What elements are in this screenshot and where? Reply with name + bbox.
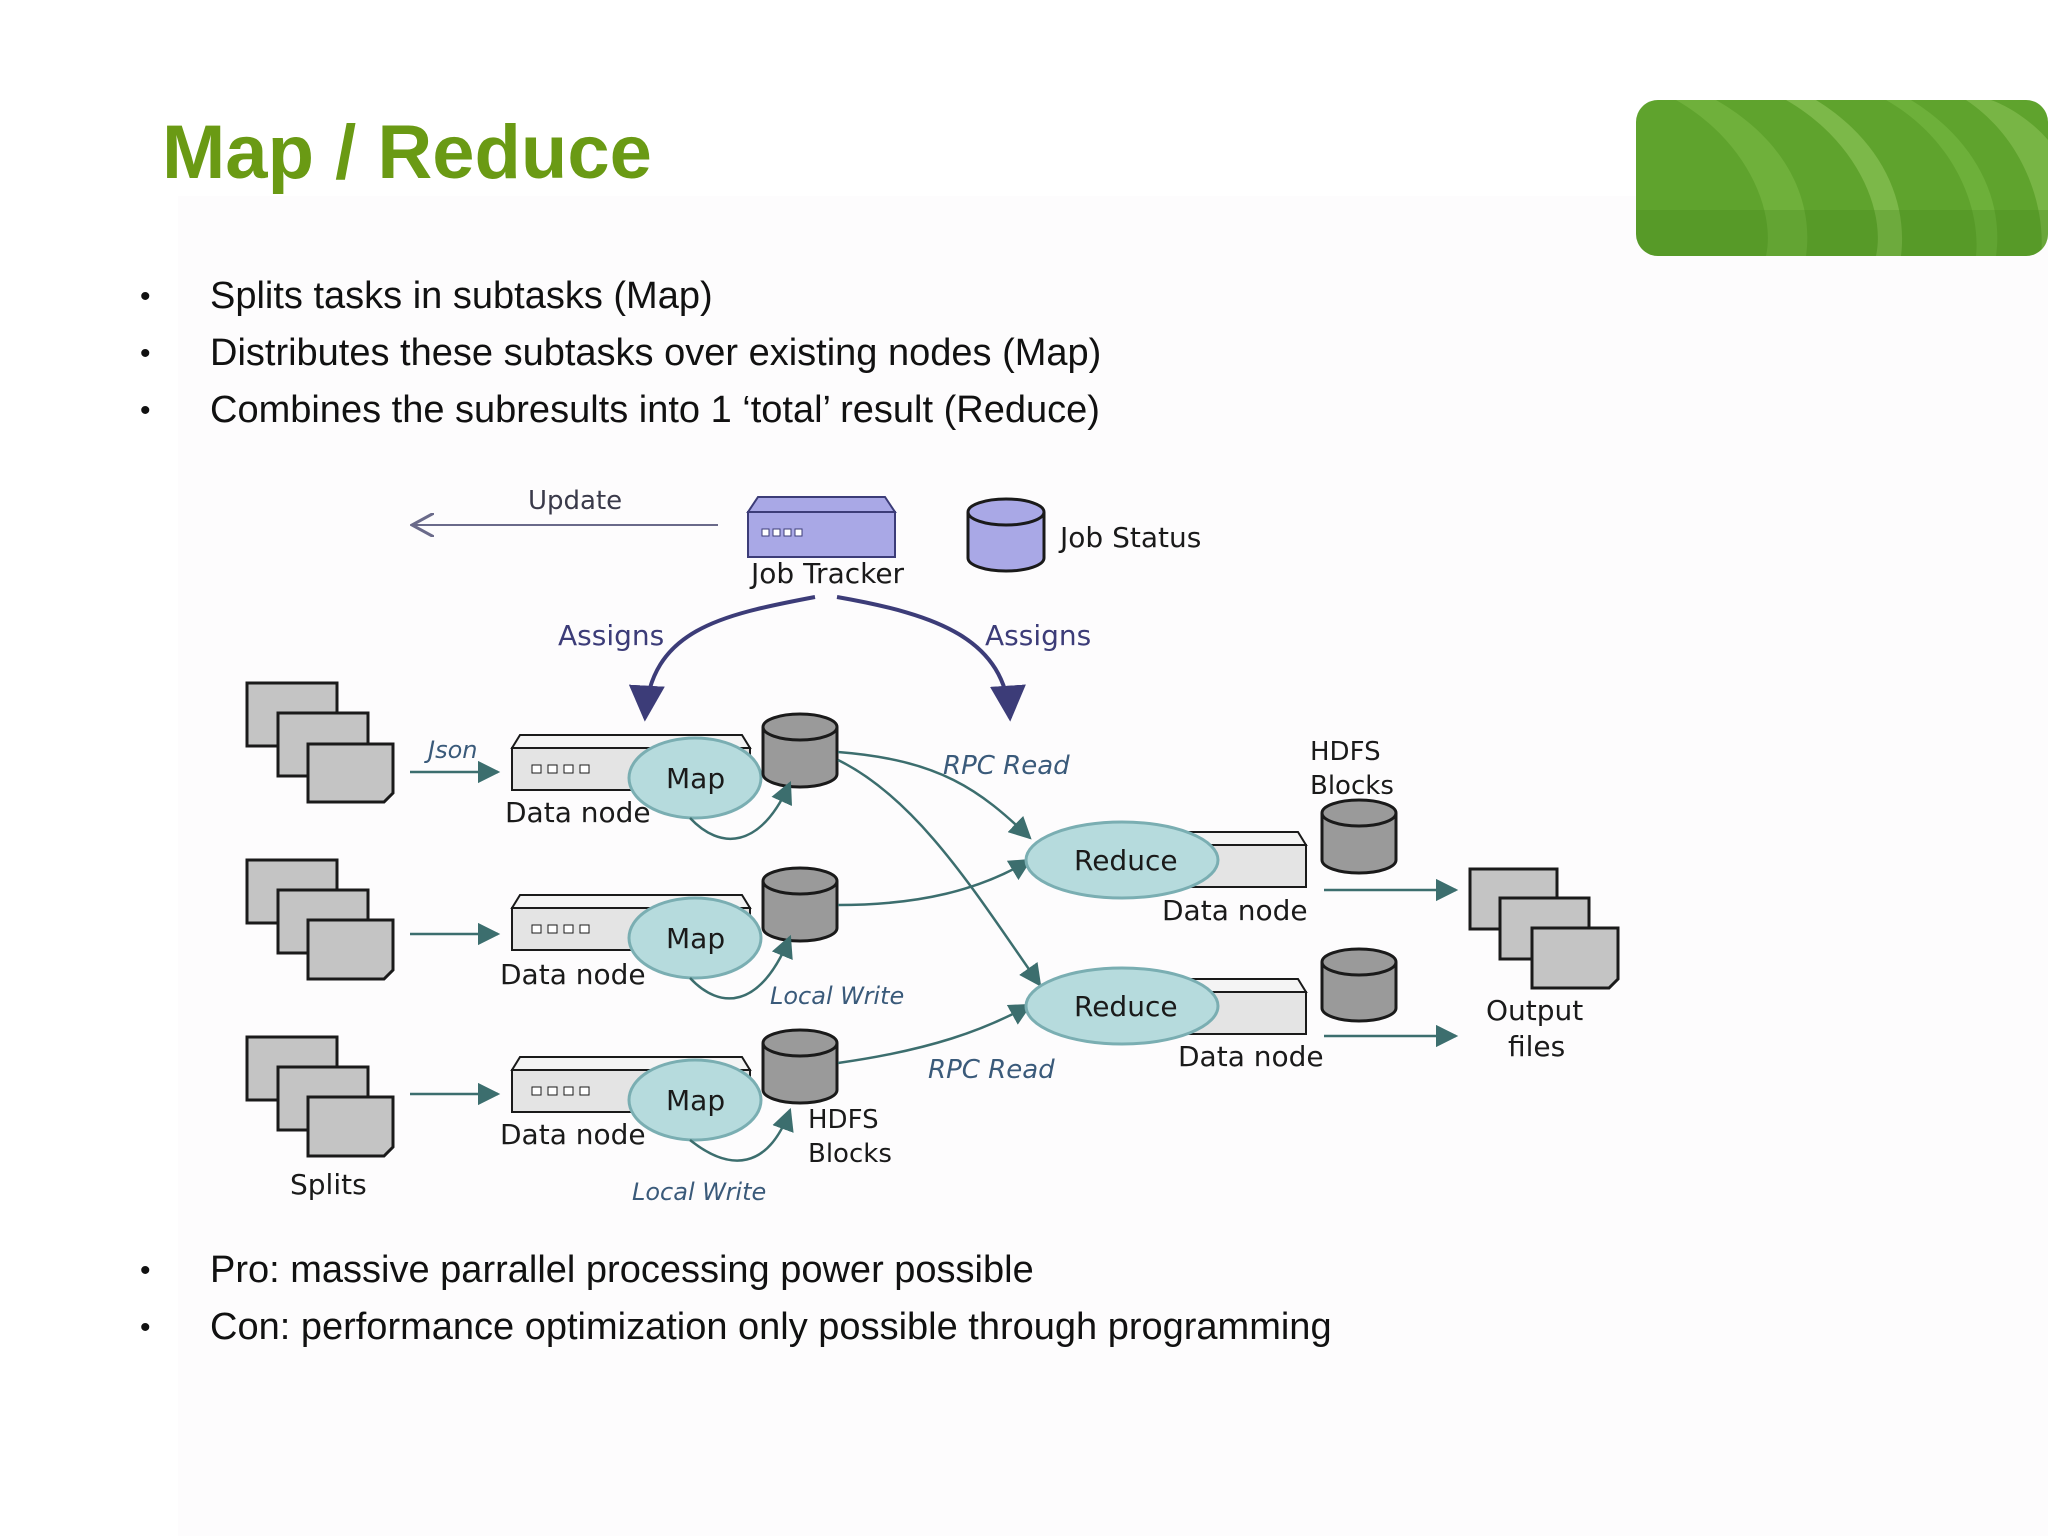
hdfs-blocks-reduce-label-line1: HDFS: [1310, 737, 1381, 767]
assigns-left-label: Assigns: [558, 619, 664, 652]
local-write-label-2: Local Write: [632, 1178, 766, 1206]
bullet-text: Distributes these subtasks over existing…: [210, 332, 1102, 374]
reduce-data-node-1: [1024, 820, 1308, 900]
hdfs-blocks-map-label-line1: HDFS: [808, 1105, 879, 1135]
map-disk-2-icon: [761, 866, 839, 943]
job-status-label: Job Status: [1058, 521, 1201, 554]
splits-label: Splits: [290, 1168, 367, 1201]
assigns-right-arrow: [836, 595, 1026, 722]
rpc-read-arrow-3: [837, 858, 1032, 907]
hdfs-blocks-reduce-label-line2: Blocks: [1310, 771, 1394, 801]
output-files-label-line1: Output: [1486, 994, 1583, 1027]
bullet-text: Combines the subresults into 1 ‘total’ r…: [210, 389, 1100, 431]
bullet-text: Splits tasks in subtasks (Map): [210, 275, 713, 317]
rpc-read-bottom-label: RPC Read: [928, 1055, 1055, 1085]
rpc-read-arrow-2: [837, 758, 1042, 987]
hdfs-blocks-map-label-line2: Blocks: [808, 1139, 892, 1169]
bullet-item: •Pro: massive parrallel processing power…: [140, 1249, 1034, 1291]
split-documents-3-icon: [245, 1035, 395, 1158]
job-status-database-icon: [966, 497, 1046, 573]
reduce-data-node-label-1: Data node: [1162, 894, 1308, 927]
map-label-3: Map: [666, 1084, 725, 1117]
data-node-label-2: Data node: [500, 958, 646, 991]
map-oval: [627, 1058, 763, 1142]
reduce-data-node-label-2: Data node: [1178, 1040, 1324, 1073]
json-label: Json: [424, 736, 477, 764]
split-documents-2-icon: [245, 858, 395, 981]
map-label-2: Map: [666, 922, 725, 955]
assigns-left-arrow: [628, 595, 816, 722]
map-oval: [627, 736, 763, 820]
map-data-node-1: [510, 734, 763, 820]
top-bullet-list: •Splits tasks in subtasks (Map) •Distrib…: [140, 268, 1101, 439]
rpc-read-top-label: RPC Read: [943, 751, 1070, 781]
map-disk-1-icon: [761, 712, 839, 789]
job-tracker-label: Job Tracker: [749, 557, 905, 590]
bullet-item: •Distributes these subtasks over existin…: [140, 332, 1102, 374]
bottom-bullet-list: •Pro: massive parrallel processing power…: [140, 1242, 1332, 1356]
job-tracker-icon: [746, 496, 897, 558]
map-data-node-3: [510, 1056, 763, 1142]
bullet-text: Pro: massive parrallel processing power …: [210, 1249, 1034, 1291]
local-write-label-1: Local Write: [770, 982, 904, 1010]
data-node-label-1: Data node: [505, 796, 651, 829]
output-files-icon: [1468, 867, 1620, 990]
assigns-right-label: Assigns: [985, 619, 1091, 652]
map-oval: [627, 896, 763, 980]
output-files-label-line2: files: [1508, 1030, 1565, 1063]
map-disk-3-icon: [761, 1028, 839, 1105]
bullet-text: Con: performance optimization only possi…: [210, 1306, 1332, 1348]
local-write-arrow-2: [689, 934, 793, 1000]
map-data-node-2: [510, 894, 763, 980]
map-label-1: Map: [666, 762, 725, 795]
reduce-oval: [1024, 820, 1220, 900]
slide-title: Map / Reduce: [162, 110, 652, 195]
rpc-read-arrow-1: [837, 750, 1032, 840]
reduce-data-node-2: [1024, 966, 1308, 1046]
split-documents-1-icon: [245, 681, 395, 804]
bullet-item: •Combines the subresults into 1 ‘total’ …: [140, 389, 1100, 431]
reduce-label-2: Reduce: [1074, 990, 1178, 1023]
reduce-disk-2-icon: [1320, 947, 1398, 1023]
local-write-arrow-1: [689, 780, 792, 840]
bullet-item: •Splits tasks in subtasks (Map): [140, 275, 713, 317]
rpc-read-arrow-4: [837, 1003, 1032, 1065]
corner-decoration: [1636, 100, 2048, 256]
bullet-item: •Con: performance optimization only poss…: [140, 1306, 1332, 1348]
local-write-arrow-3: [689, 1107, 794, 1162]
data-node-label-3: Data node: [500, 1118, 646, 1151]
reduce-label-1: Reduce: [1074, 844, 1178, 877]
update-label: Update: [528, 486, 622, 516]
reduce-oval: [1024, 966, 1220, 1046]
reduce-disk-1-icon: [1320, 798, 1398, 875]
